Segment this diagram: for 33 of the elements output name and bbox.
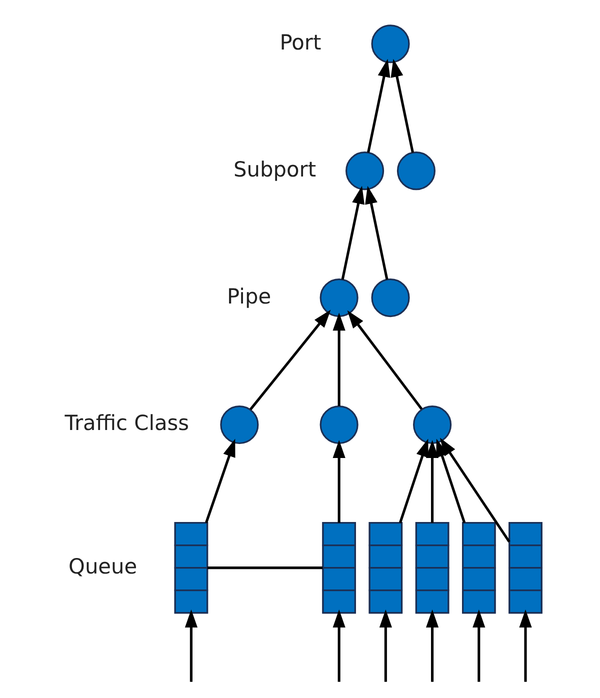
arrow [346,310,422,410]
arrow [472,610,485,682]
arrow [332,440,345,523]
arrow [366,58,390,153]
node-label: Traffic Class [64,411,189,436]
arrow [184,610,198,682]
arrow [332,610,345,682]
arrow [390,58,414,153]
arrow [398,438,428,524]
node-label: Queue [68,554,137,578]
arrow [340,186,364,280]
arrow [248,310,330,410]
node-circle [412,405,452,444]
arrow [436,438,466,524]
node-circle [370,278,410,318]
node-label: Subport [233,157,316,182]
arrow [425,440,438,523]
arrow [425,610,438,682]
node-label: Pipe [226,284,271,308]
node-circle [319,278,358,318]
arrow [364,186,388,280]
node-circle [396,152,435,190]
connector [206,566,322,570]
arrow [378,610,392,682]
arrow [332,312,345,406]
node-label: Port [279,30,321,54]
node-circle [370,24,410,64]
node-circle [319,405,358,444]
arrow [439,438,510,543]
arrow [518,610,532,682]
node-circle [345,152,384,190]
arrow [204,438,235,524]
node-circle [220,405,258,444]
